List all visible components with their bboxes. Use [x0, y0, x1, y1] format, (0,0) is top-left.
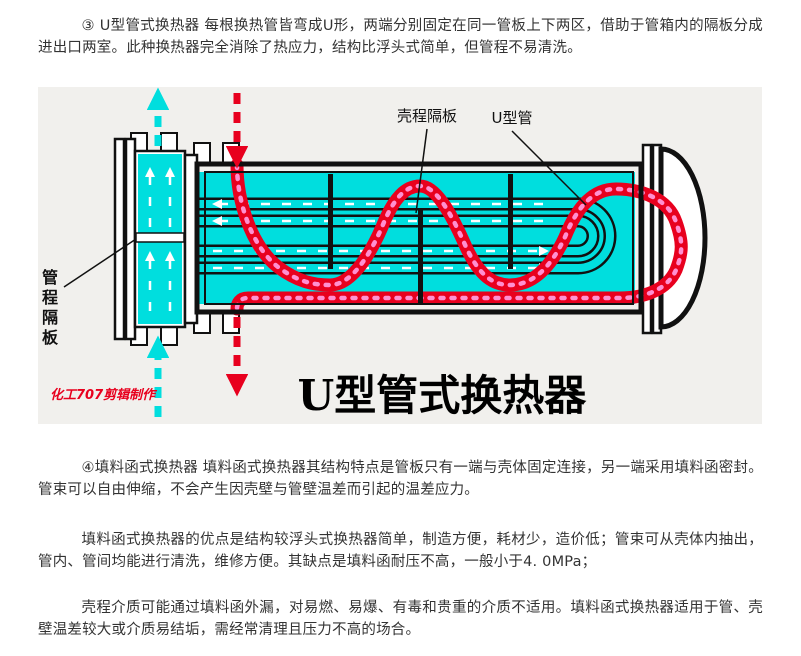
- tube-flow-arrows: [145, 167, 549, 311]
- shell-baffle-label: 壳程隔板: [397, 107, 457, 125]
- tube-pass-partition: [135, 232, 185, 243]
- u-tube-label: U型管: [492, 109, 533, 127]
- paragraph-stuffing-box-pros: 填料函式换热器的优点是结构较浮头式换热器简单，制造方便，耗材少，造价低；管束可从…: [38, 532, 763, 570]
- u-tube-exchanger-drawing: 壳程隔板 U型管 管 程 隔 板 U型管式换热器 化工707剪辑制作: [42, 87, 708, 420]
- u-tube-leader-line: [511, 130, 587, 206]
- baffle: [418, 209, 423, 304]
- svg-text:程: 程: [42, 288, 58, 307]
- shell-wall: [194, 161, 644, 315]
- shell-fluid-texture: [234, 162, 684, 312]
- nozzle-arrows: [146, 87, 249, 417]
- svg-text:管: 管: [42, 268, 58, 287]
- svg-text:板: 板: [42, 328, 59, 347]
- paragraph-u-tube-intro: ③ U型管式换热器 每根换热管皆弯成U形，两端分别固定在同一管板上下两区，借助于…: [38, 18, 763, 56]
- shell-baffle-leader-line: [415, 128, 428, 214]
- tube-partition-label: 管 程 隔 板: [42, 268, 59, 347]
- diagram-title: U型管式换热器: [298, 371, 588, 420]
- leader-lines: [63, 128, 587, 288]
- shell-baffles: [328, 174, 513, 304]
- baffle: [508, 174, 513, 269]
- watermark: 化工707剪辑制作: [50, 387, 158, 403]
- dome-flange-plate: [641, 143, 653, 335]
- paragraph-stuffing-box-cons: 壳程介质可能通过填料函外漏，对易燃、易爆、有毒和贵重的介质不适用。填料函式换热器…: [38, 600, 763, 638]
- channel-flange-plate: [113, 137, 126, 341]
- paragraph-stuffing-box-intro: ④填料函式换热器 填料函式换热器其结构特点是管板只有一端与壳体固定连接，另一端采…: [38, 460, 763, 498]
- partition-leader-line: [63, 238, 137, 288]
- shell-fluid-flow: [230, 158, 688, 316]
- svg-text:隔: 隔: [42, 308, 58, 327]
- channel-flange-plate: [124, 137, 137, 341]
- baffle: [328, 174, 333, 269]
- heat-exchanger-diagram: 壳程隔板 U型管 管 程 隔 板 U型管式换热器 化工707剪辑制作: [38, 87, 762, 424]
